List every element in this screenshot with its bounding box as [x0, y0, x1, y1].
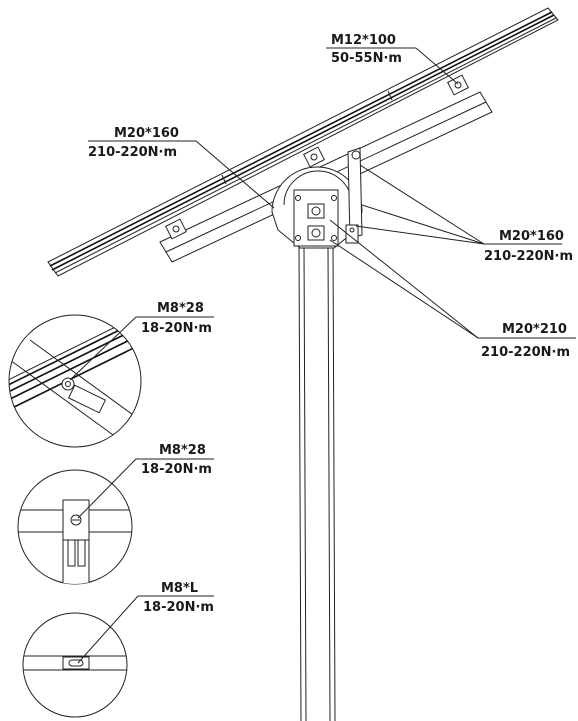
rail-clamp-1: [165, 218, 187, 240]
callout-spec-4: M20*210: [502, 322, 567, 337]
callout-m8x28-1: M8*28 18-20N·m: [69, 301, 214, 381]
callout-spec-3: M20*160: [499, 229, 564, 244]
callout-torque-6: 18-20N·m: [141, 462, 212, 477]
callout-m20x160-left: M20*160 210-220N·m: [88, 126, 275, 209]
adjustment-arm: [345, 147, 363, 244]
support-post: [298, 245, 336, 721]
callout-torque-5: 18-20N·m: [141, 321, 212, 336]
rail-clamp-2: [303, 146, 325, 168]
detail-view-3: [22, 612, 128, 718]
callout-torque-7: 18-20N·m: [143, 600, 214, 615]
callout-m12x100: M12*100 50-55N·m: [326, 33, 459, 85]
callout-torque-2: 210-220N·m: [88, 145, 177, 160]
callout-spec-2: M20*160: [114, 126, 179, 141]
callout-m8x28-2: M8*28 18-20N·m: [77, 443, 214, 519]
callout-m20x210: M20*210 210-220N·m: [329, 219, 576, 360]
callout-spec-6: M8*28: [159, 443, 206, 458]
detail-view-2: [17, 469, 133, 585]
callout-torque-3: 210-220N·m: [484, 249, 573, 264]
main-rail: [47, 7, 559, 277]
callout-spec-7: M8*L: [161, 581, 198, 596]
callout-m20x160-right: M20*160 210-220N·m: [355, 164, 573, 264]
callout-spec-5: M8*28: [157, 301, 204, 316]
callout-m8xl: M8*L 18-20N·m: [77, 581, 214, 664]
callout-torque-4: 210-220N·m: [481, 345, 570, 360]
callout-torque-1: 50-55N·m: [331, 51, 402, 66]
detail-view-1: [8, 314, 142, 448]
callout-spec-1: M12*100: [331, 33, 396, 48]
